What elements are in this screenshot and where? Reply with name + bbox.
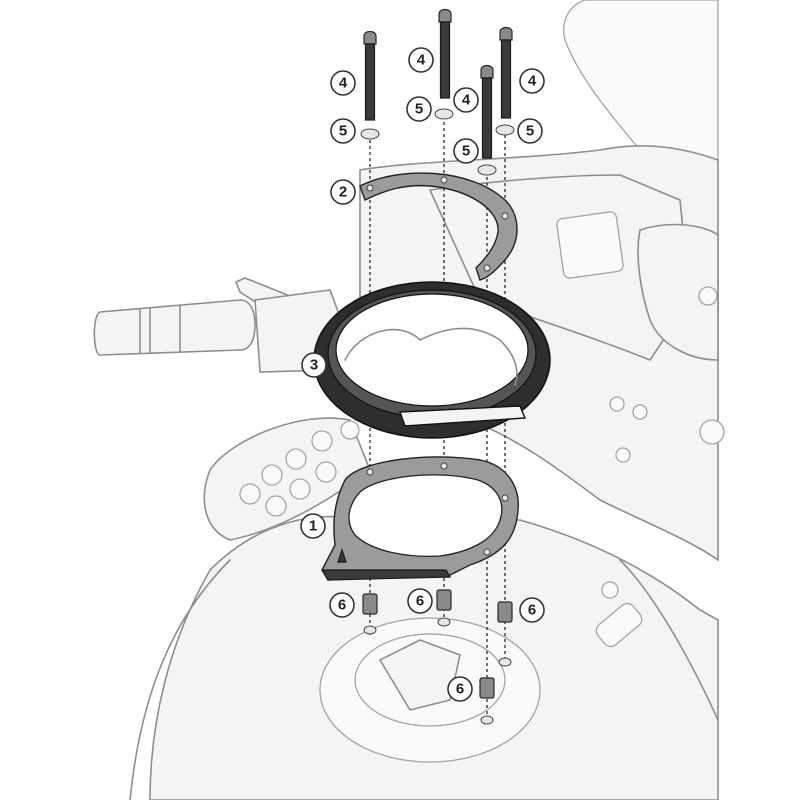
bolt-1 xyxy=(363,30,377,121)
callout-label-tank-ring: 3 xyxy=(310,357,318,374)
callouts: 4 4 4 4 5 5 5 5 xyxy=(300,47,545,702)
washer-4 xyxy=(477,164,497,176)
bolt-3 xyxy=(499,26,513,119)
grip-ridges xyxy=(139,305,181,354)
callout-label-upper-bracket: 2 xyxy=(339,184,347,201)
callout-label-base-plate: 1 xyxy=(309,518,317,535)
washer-3 xyxy=(495,124,515,136)
callout-label-washer-4: 5 xyxy=(462,143,470,160)
bolt-4 xyxy=(480,64,494,159)
callout-label-bolt-2: 4 xyxy=(417,52,426,69)
windscreen xyxy=(563,0,719,161)
washer-1 xyxy=(360,128,380,140)
callout-washer-1: 5 xyxy=(330,118,356,144)
ignition xyxy=(699,419,725,445)
callout-bolt-4: 4 xyxy=(453,87,479,113)
callout-label-spacer-4: 6 xyxy=(456,681,464,698)
callout-label-spacer-2: 6 xyxy=(416,593,424,610)
callout-base-plate: 1 xyxy=(300,513,326,539)
display-screen xyxy=(556,211,624,279)
instrument-cluster xyxy=(637,223,719,361)
callout-label-bolt-4: 4 xyxy=(462,92,471,109)
bolt-2 xyxy=(438,8,452,99)
handlebar-grip xyxy=(93,299,256,356)
callout-washer-2: 5 xyxy=(406,96,432,122)
callout-label-washer-2: 5 xyxy=(415,101,423,118)
fastener-c xyxy=(615,447,631,463)
callout-label-spacer-1: 6 xyxy=(338,597,346,614)
side-latch xyxy=(595,602,643,648)
callout-label-spacer-3: 6 xyxy=(528,602,536,619)
tank-contour xyxy=(129,559,719,800)
callout-label-washer-3: 5 xyxy=(526,123,534,140)
spacer-3 xyxy=(497,601,513,667)
callout-label-washer-1: 5 xyxy=(339,123,347,140)
spacer-4 xyxy=(479,677,495,725)
callout-spacer-1: 6 xyxy=(329,592,355,618)
switch-buttons xyxy=(239,420,360,517)
callout-bolt-3: 4 xyxy=(519,68,545,94)
spacer-2 xyxy=(436,589,452,627)
fastener-a xyxy=(609,396,625,412)
callout-bolt-2: 4 xyxy=(408,47,434,73)
callout-upper-bracket: 2 xyxy=(330,179,356,205)
tank-bolt-hole xyxy=(601,581,619,599)
callout-label-bolt-3: 4 xyxy=(528,73,537,90)
callout-washer-3: 5 xyxy=(517,118,543,144)
spacers xyxy=(362,589,513,725)
upper-bracket xyxy=(359,172,518,281)
callout-spacer-4: 6 xyxy=(447,676,473,702)
washers xyxy=(360,108,515,176)
callout-washer-4: 5 xyxy=(453,138,479,164)
washer-2 xyxy=(434,108,454,120)
callout-spacer-3: 6 xyxy=(519,597,545,623)
tank-ring xyxy=(313,281,551,439)
base-plate xyxy=(320,456,519,581)
callout-bolt-1: 4 xyxy=(330,70,356,96)
bolts xyxy=(363,8,513,159)
knob xyxy=(698,286,718,306)
callout-tank-ring: 3 xyxy=(301,352,327,378)
fastener-b xyxy=(632,404,648,420)
spacer-1 xyxy=(362,593,378,635)
callout-label-bolt-1: 4 xyxy=(339,75,348,92)
callout-spacer-2: 6 xyxy=(407,588,433,614)
